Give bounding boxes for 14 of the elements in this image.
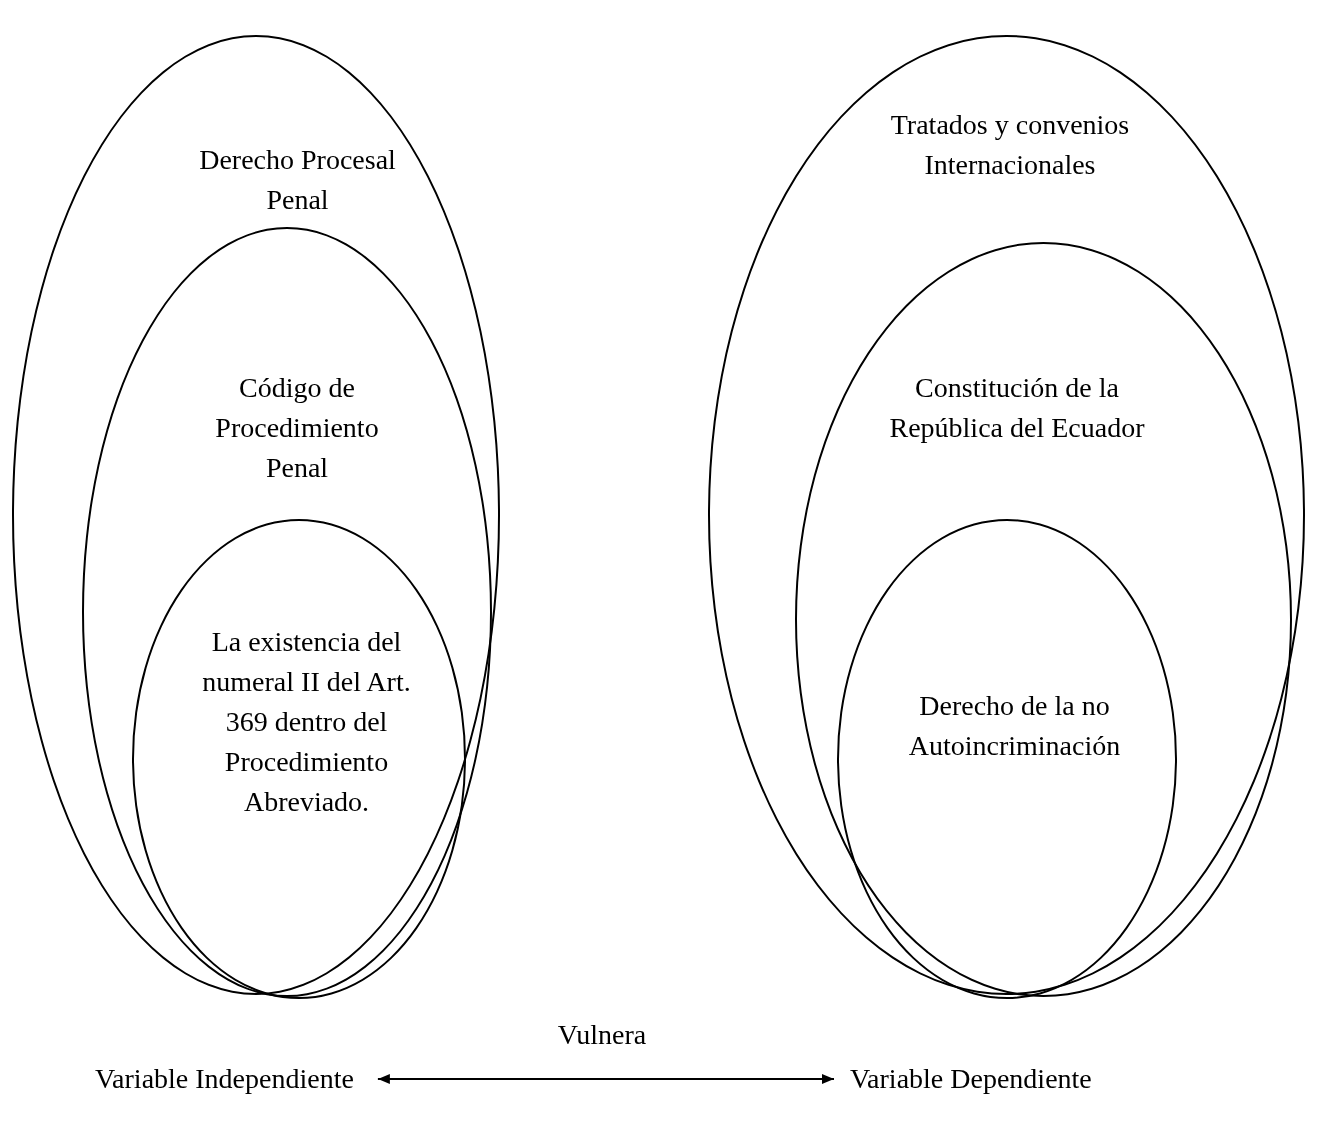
ellipse-label: Tratados y convenios Internacionales [889, 108, 1131, 182]
ellipse-label: Derecho Procesal Penal [198, 143, 397, 217]
ellipse [82, 227, 492, 997]
variable-label: Variable Dependiente [850, 1058, 1092, 1100]
ellipse [795, 242, 1292, 997]
ellipse-label: Código de Procedimiento Penal [214, 371, 380, 485]
variable-label: Variable Independiente [95, 1058, 354, 1100]
ellipse-label: Derecho de la no Autoincriminación [907, 689, 1122, 763]
ellipse [132, 519, 466, 999]
ellipse-label: Constitución de la República del Ecuador [888, 371, 1146, 445]
double-arrow [376, 1074, 835, 1084]
ellipse-label: La existencia del numeral II del Art. 369 dentro del Procedimiento Abreviado. [201, 625, 412, 819]
edge-label: Vulnera [557, 1018, 647, 1052]
ellipse [837, 519, 1177, 999]
